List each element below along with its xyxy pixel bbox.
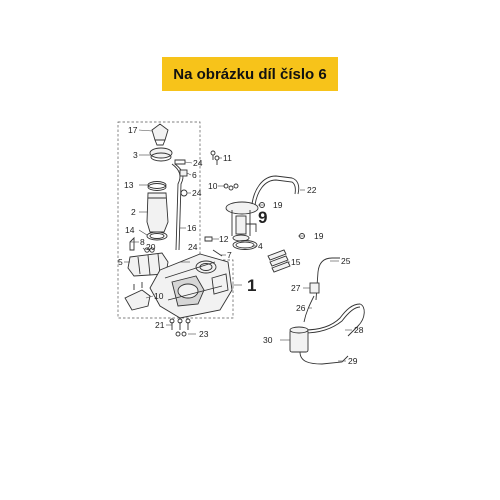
part-damper-pads[interactable] — [267, 249, 291, 273]
label-1: 1 — [247, 276, 256, 295]
caption-text: Na obrázku díl číslo 6 — [173, 65, 327, 83]
label-25: 25 — [341, 256, 351, 266]
label-3: 3 — [133, 150, 138, 160]
label-19-top: 19 — [273, 200, 283, 210]
label-8: 8 — [140, 237, 145, 247]
label-9: 9 — [258, 208, 267, 227]
label-24-mid: 24 — [192, 188, 202, 198]
part-screws-10[interactable] — [223, 183, 239, 191]
label-10-right: 10 — [208, 181, 218, 191]
label-30: 30 — [263, 335, 273, 345]
part-hose-26[interactable] — [303, 295, 315, 323]
part-number-labels: 17 3 24 6 24 13 2 16 14 8 20 5 10 11 10 … — [118, 125, 364, 366]
label-28: 28 — [354, 325, 364, 335]
part-pipe-7[interactable] — [212, 249, 223, 257]
part-filler-ring[interactable] — [149, 147, 173, 162]
label-23: 23 — [199, 329, 209, 339]
part-filler-hose[interactable] — [146, 192, 169, 233]
label-7: 7 — [227, 250, 232, 260]
part-clip-12[interactable] — [204, 236, 213, 242]
label-10-left: 10 — [154, 291, 164, 301]
label-6: 6 — [192, 170, 197, 180]
part-seal-ring[interactable] — [146, 231, 168, 241]
part-hose-29[interactable] — [299, 351, 349, 365]
part-screws-11[interactable] — [210, 150, 220, 165]
label-15: 15 — [291, 257, 301, 267]
part-clip-24-top[interactable] — [174, 159, 186, 165]
label-20: 20 — [146, 242, 156, 252]
filler-assembly-frame — [117, 121, 234, 319]
part-washers-23[interactable] — [175, 331, 187, 337]
label-19-bottom: 19 — [314, 231, 324, 241]
part-hose-28[interactable] — [303, 303, 365, 337]
label-12: 12 — [219, 234, 229, 244]
leader-lines — [124, 129, 352, 362]
label-29: 29 — [348, 356, 358, 366]
label-2: 2 — [131, 207, 136, 217]
label-26: 26 — [296, 303, 306, 313]
part-clip-24-mid[interactable] — [180, 189, 188, 197]
label-27: 27 — [291, 283, 301, 293]
label-4: 4 — [258, 241, 263, 251]
label-24-low: 24 — [188, 242, 198, 252]
part-fuel-line[interactable] — [251, 175, 300, 206]
part-breather-pipe[interactable] — [171, 163, 184, 251]
label-22: 22 — [307, 185, 317, 195]
part-clip-6[interactable] — [179, 169, 188, 177]
part-bracket-8[interactable] — [129, 236, 135, 251]
part-valve-27[interactable] — [309, 282, 320, 294]
label-13: 13 — [124, 180, 134, 190]
label-5: 5 — [118, 257, 123, 267]
part-gasket-ring[interactable] — [232, 240, 258, 250]
part-bolts-21[interactable] — [169, 318, 191, 330]
label-24-top: 24 — [193, 158, 203, 168]
label-14: 14 — [125, 225, 135, 235]
caption-banner: Na obrázku díl číslo 6 — [162, 57, 338, 91]
part-hose-clamp[interactable] — [147, 181, 167, 191]
part-fuel-pump[interactable] — [225, 201, 259, 242]
part-filler-cap[interactable] — [151, 123, 169, 146]
part-fuel-tank[interactable] — [149, 253, 233, 319]
label-11: 11 — [223, 153, 232, 163]
part-lower-bracket[interactable] — [124, 282, 151, 311]
part-canister-30[interactable] — [289, 326, 309, 353]
label-17: 17 — [128, 125, 138, 135]
label-21: 21 — [155, 320, 165, 330]
part-vapour-hose-25[interactable] — [315, 257, 340, 301]
label-16: 16 — [187, 223, 197, 233]
